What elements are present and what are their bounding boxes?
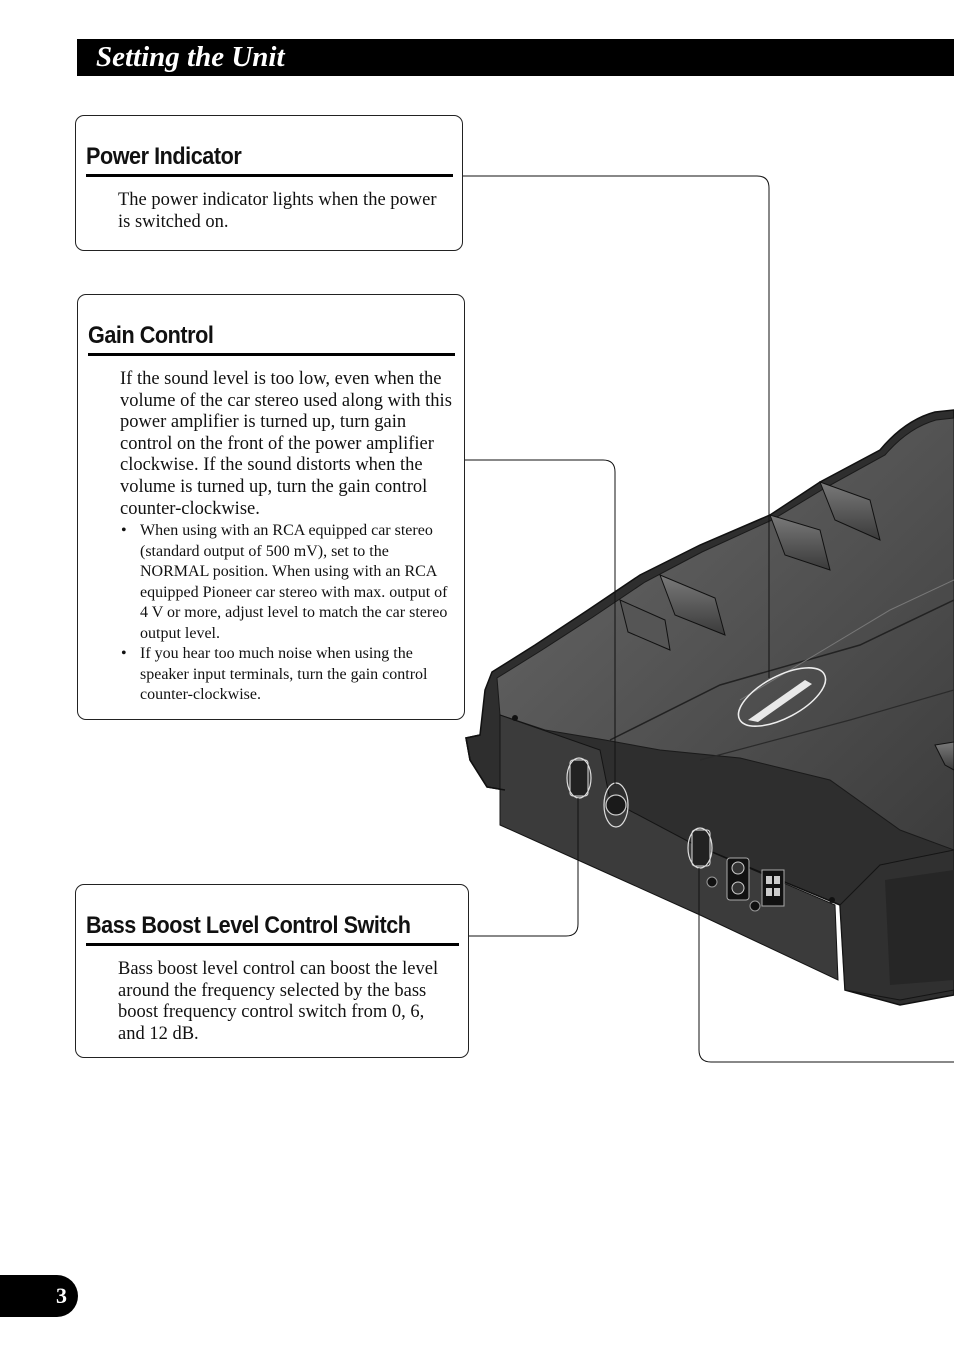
cooling-fin: [769, 514, 831, 571]
bass-boost-box: Bass Boost Level Control Switch Bass boo…: [75, 884, 469, 1058]
cooling-fin: [819, 481, 881, 541]
gain-control-box: Gain Control If the sound level is too l…: [77, 294, 465, 720]
page-number: 3: [56, 1283, 67, 1308]
bass-boost-heading: Bass Boost Level Control Switch: [86, 912, 411, 939]
power-indicator-heading: Power Indicator: [86, 143, 242, 170]
power-indicator-box: Power Indicator The power indicator ligh…: [75, 115, 463, 251]
gain-control-notes: When using with an RCA equipped car ster…: [120, 521, 456, 706]
list-item: When using with an RCA equipped car ster…: [120, 521, 456, 644]
heading-rule: [88, 353, 455, 356]
gain-control-text: If the sound level is too low, even when…: [120, 369, 452, 519]
cooling-fin: [619, 599, 671, 651]
amplifier-top: [496, 417, 954, 851]
list-item: If you hear too much noise when using th…: [120, 644, 456, 706]
bass-leader-line-2: [698, 868, 954, 1063]
gain-control-knob: [605, 794, 627, 816]
bass-leader-line-1: [469, 798, 579, 937]
power-leader-line: [462, 175, 770, 678]
page-title: Setting the Unit: [96, 41, 285, 73]
bass-boost-switch: [691, 829, 711, 867]
page-number-tab: 3: [0, 1275, 78, 1317]
power-indicator-text: The power indicator lights when the powe…: [118, 190, 437, 232]
heading-rule: [86, 174, 453, 177]
speaker-input-terminal: [761, 869, 785, 907]
title-bar: Setting the Unit: [77, 39, 954, 76]
gain-control-heading: Gain Control: [88, 322, 214, 349]
cooling-fin: [659, 574, 726, 636]
heading-rule: [86, 943, 459, 946]
gain-leader-line: [465, 459, 616, 785]
bass-boost-text: Bass boost level control can boost the l…: [118, 959, 439, 1044]
power-indicator-marker: [737, 667, 827, 727]
